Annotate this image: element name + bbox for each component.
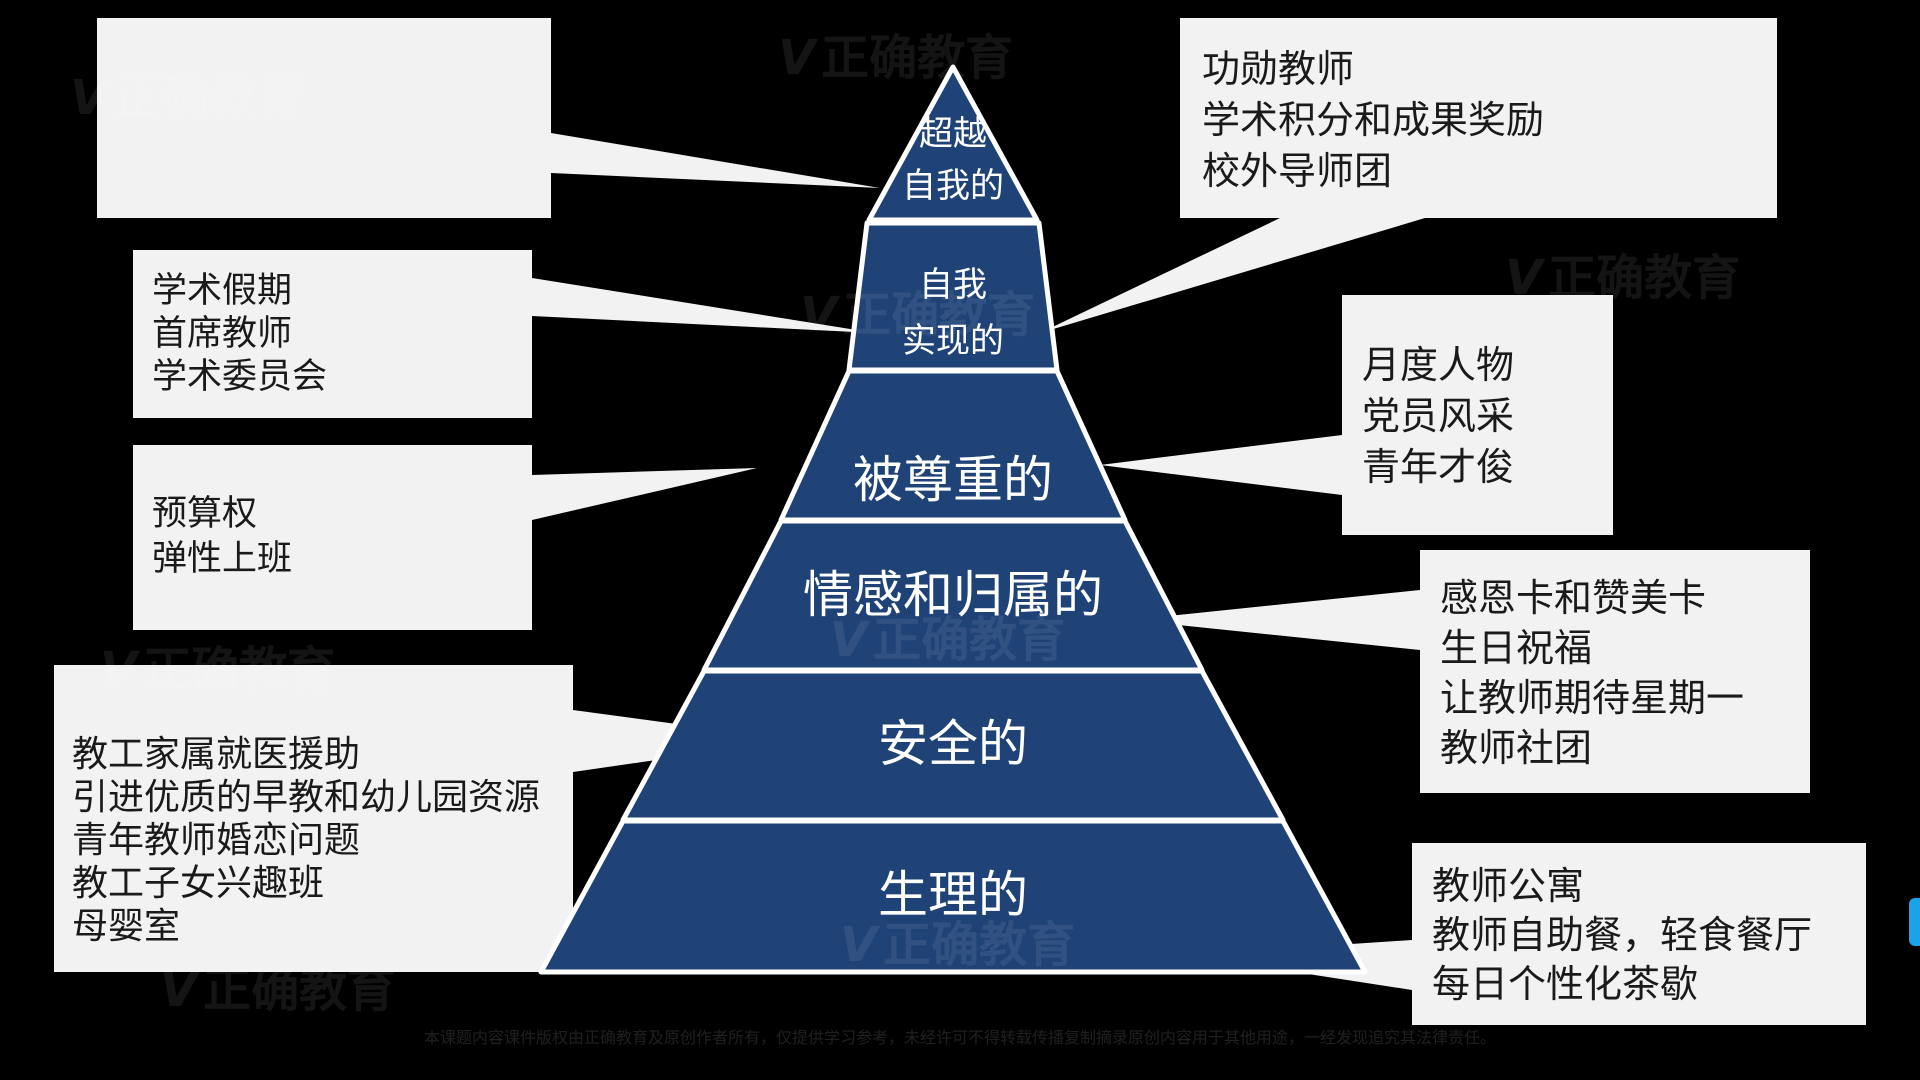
callout-safety-left-text: 教工家属就医援助 引进优质的早教和幼儿园资源 青年教师婚恋问题 教工子女兴趣班 … bbox=[72, 733, 540, 948]
callout-belonging-right bbox=[1130, 550, 1810, 793]
callout-esteem-left bbox=[133, 445, 757, 630]
callout-top-left-blank bbox=[97, 18, 880, 218]
callout-belonging-right-shape bbox=[1130, 550, 1810, 793]
callout-line: 母婴室 bbox=[72, 906, 181, 947]
callout-physiological-right-shape bbox=[1185, 843, 1866, 1025]
callout-esteem-right-text: 月度人物 党员风采 青年才俊 bbox=[1362, 340, 1514, 493]
callout-line: 预算权 bbox=[152, 494, 258, 534]
callout-top-right bbox=[1040, 18, 1777, 333]
callout-top-right-shape bbox=[1040, 18, 1777, 333]
callout-line: 教师公寓 bbox=[1432, 864, 1585, 908]
watermark-logo-icon: V bbox=[800, 287, 838, 343]
callout-physiological-right bbox=[1185, 843, 1866, 1025]
tier-label-line: 实现的 bbox=[902, 321, 1004, 361]
callout-top-left-blank-shape bbox=[97, 18, 880, 218]
tier-physiological-shape bbox=[538, 818, 1368, 975]
callout-line: 引进优质的早教和幼儿园资源 bbox=[72, 777, 541, 818]
callout-self-actualization-left-text: 学术假期 首席教师 学术委员会 bbox=[152, 270, 327, 399]
callout-esteem-right bbox=[1100, 295, 1613, 535]
callout-self-actualization-left bbox=[133, 250, 875, 418]
watermark-logo-icon: V bbox=[70, 70, 108, 126]
callout-self-actualization-left-shape bbox=[133, 250, 875, 418]
callout-esteem-left-shape bbox=[133, 445, 757, 630]
callout-physiological-right-text: 教师公寓 教师自助餐，轻食餐厅 每日个性化茶歇 bbox=[1432, 862, 1812, 1009]
callout-line: 学术假期 bbox=[152, 271, 293, 311]
tier-label-safety: 安全的 bbox=[803, 712, 1103, 776]
callout-line: 教师自助餐，轻食餐厅 bbox=[1432, 913, 1813, 957]
callout-esteem-left-text: 预算权 弹性上班 bbox=[152, 492, 292, 582]
callout-line: 校外导师团 bbox=[1202, 149, 1393, 193]
callout-esteem-right-shape bbox=[1100, 295, 1613, 535]
copyright-footer: 本课题内容课件版权由正确教育及原创作者所有，仅提供学习参考，未经许可不得转载传播… bbox=[423, 1028, 1496, 1047]
callout-line: 首席教师 bbox=[152, 314, 293, 354]
tier-label-line: 自我 bbox=[919, 265, 987, 305]
watermark-logo-icon: V bbox=[840, 917, 878, 973]
tier-label-physiological: 生理的 bbox=[803, 863, 1103, 927]
callout-safety-left-shape bbox=[54, 665, 795, 972]
callout-belonging-right-text: 感恩卡和赞美卡 生日祝福 让教师期待星期一 教师社团 bbox=[1440, 573, 1744, 773]
callout-line: 月度人物 bbox=[1362, 343, 1515, 387]
tier-transcendence-shape bbox=[866, 64, 1040, 223]
tier-label-line: 超越 bbox=[919, 114, 987, 154]
callout-line: 生日祝福 bbox=[1440, 626, 1593, 670]
tier-label-line: 自我的 bbox=[902, 166, 1004, 206]
callout-line: 青年才俊 bbox=[1362, 445, 1515, 489]
tier-label-line: 被尊重的 bbox=[853, 451, 1053, 509]
tier-label-line: 安全的 bbox=[878, 715, 1028, 773]
scroll-handle[interactable] bbox=[1909, 898, 1920, 946]
watermark-logo-icon: V bbox=[778, 30, 816, 86]
callout-line: 学术积分和成果奖励 bbox=[1202, 98, 1545, 142]
callout-safety-left bbox=[54, 665, 795, 972]
callout-line: 功勋教师 bbox=[1202, 47, 1355, 91]
tier-label-esteem: 被尊重的 bbox=[803, 448, 1103, 512]
watermark-logo-icon: V bbox=[830, 612, 868, 668]
callout-line: 教工子女兴趣班 bbox=[72, 863, 325, 904]
callout-line: 每日个性化茶歇 bbox=[1432, 962, 1699, 1006]
callout-line: 弹性上班 bbox=[152, 539, 293, 579]
callout-line: 党员风采 bbox=[1362, 394, 1515, 438]
tier-label-self-actualization: 自我 实现的 bbox=[873, 257, 1033, 369]
tier-label-belonging: 情感和归属的 bbox=[763, 563, 1143, 627]
tier-label-line: 生理的 bbox=[878, 866, 1028, 924]
callout-line: 让教师期待星期一 bbox=[1440, 676, 1745, 720]
callout-top-right-text: 功勋教师 学术积分和成果奖励 校外导师团 bbox=[1202, 44, 1544, 197]
callout-line: 感恩卡和赞美卡 bbox=[1440, 576, 1707, 620]
callout-line: 学术委员会 bbox=[152, 357, 328, 397]
watermark-logo-icon: V bbox=[100, 642, 138, 698]
watermark-logo-icon: V bbox=[1505, 250, 1543, 306]
callout-line: 教工家属就医援助 bbox=[72, 734, 361, 775]
callout-line: 教师社团 bbox=[1440, 726, 1593, 770]
callout-line: 青年教师婚恋问题 bbox=[72, 820, 361, 861]
tier-label-line: 情感和归属的 bbox=[803, 566, 1103, 624]
tier-label-transcendence: 超越 自我的 bbox=[883, 108, 1023, 212]
watermark-logo-icon: V bbox=[160, 962, 198, 1018]
